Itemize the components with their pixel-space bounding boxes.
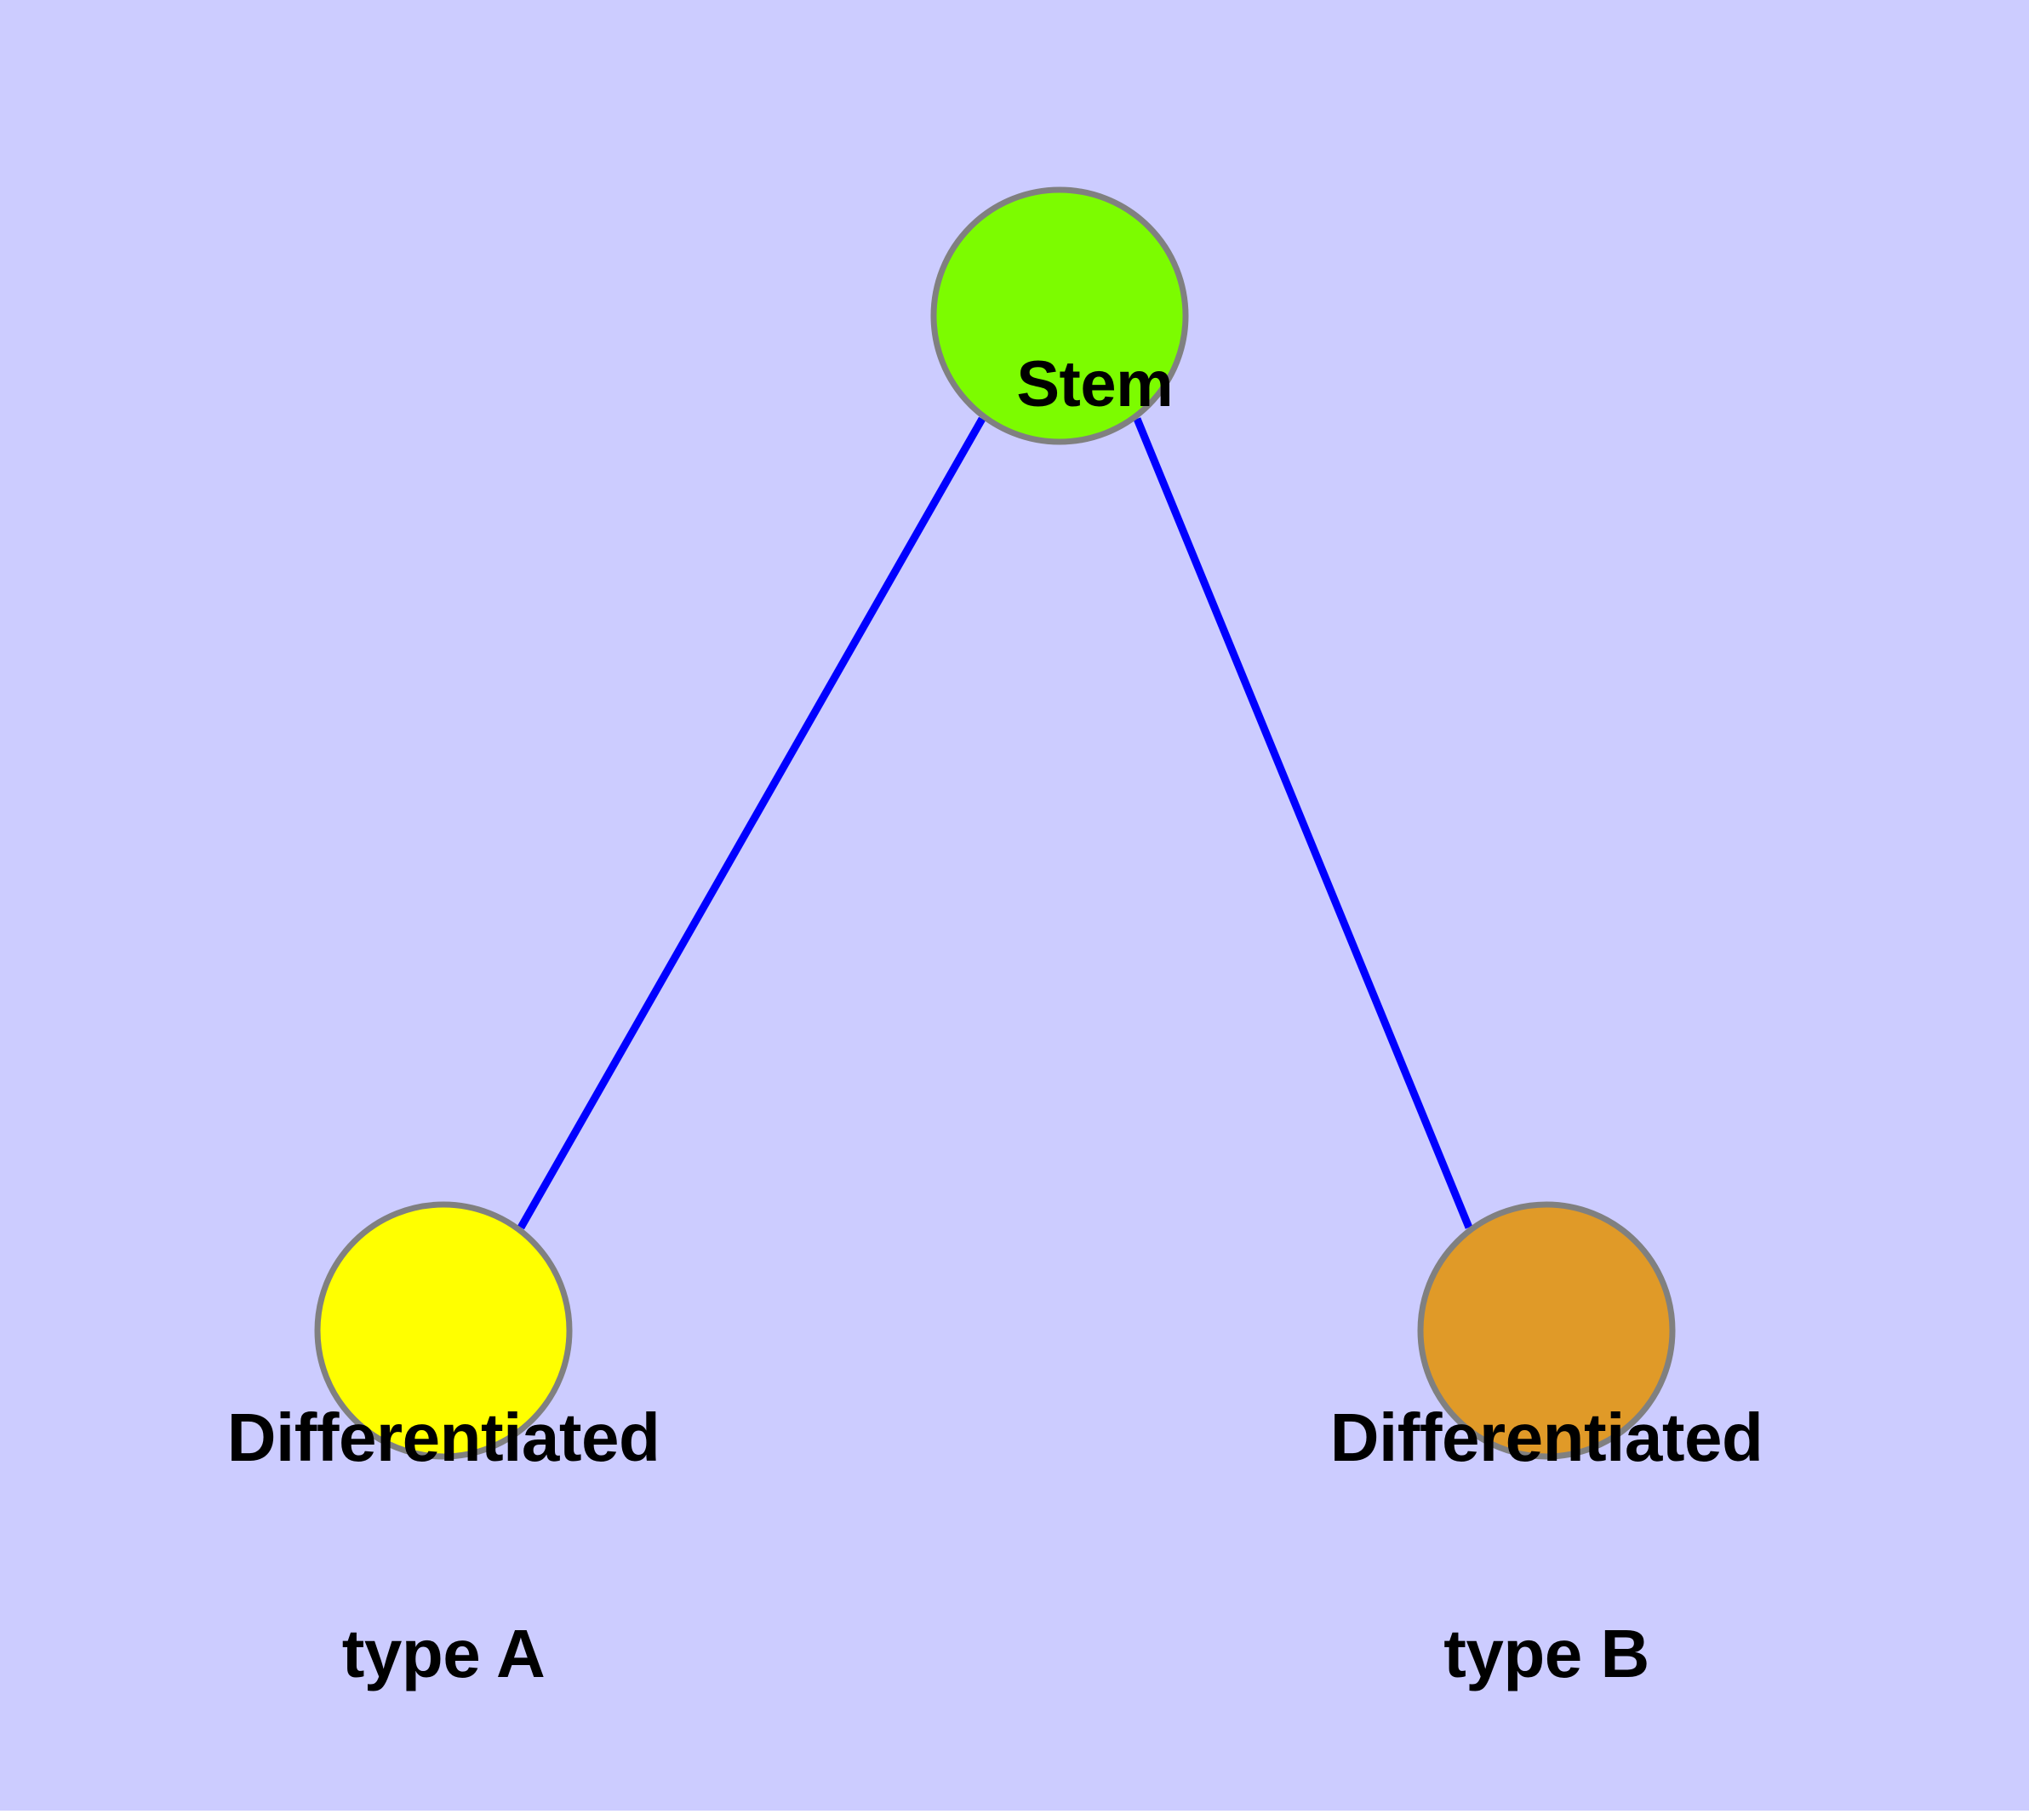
edge-stem-to-type-a[interactable]	[517, 416, 986, 1230]
node-differentiated-type-a[interactable]	[314, 1201, 573, 1460]
node-layer	[314, 186, 1676, 1460]
node-stem[interactable]	[930, 186, 1189, 445]
edge-stem-to-type-b[interactable]	[1133, 417, 1473, 1229]
node-differentiated-type-b[interactable]	[1417, 1201, 1676, 1460]
edge-layer	[517, 416, 1473, 1230]
